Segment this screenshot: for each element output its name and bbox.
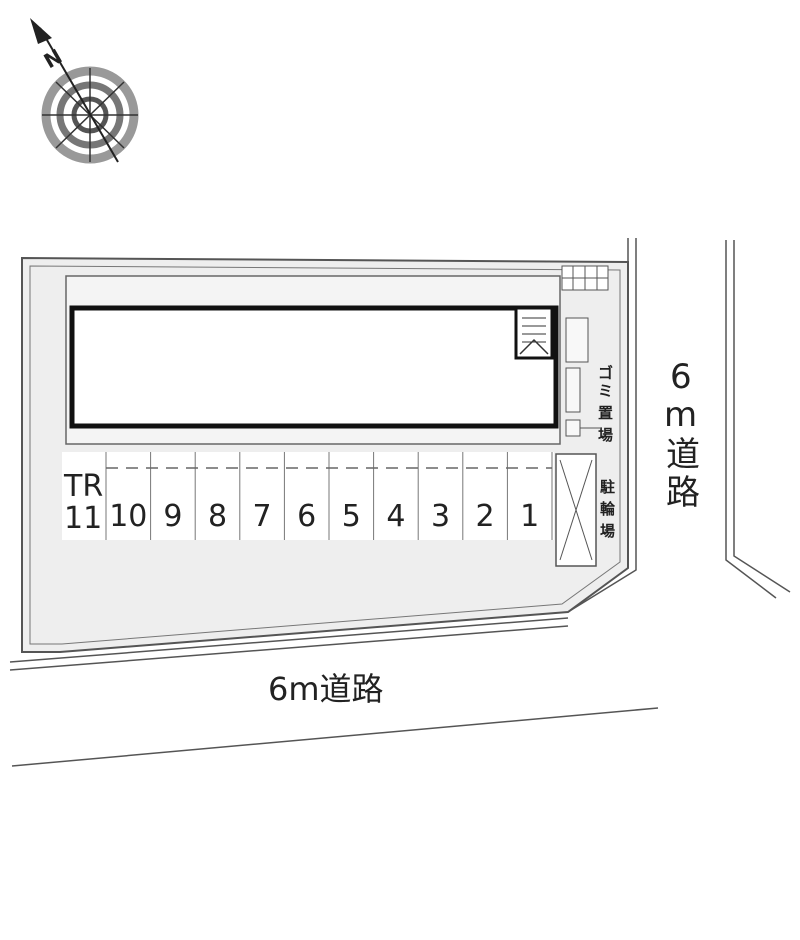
parking-stall-dividers <box>105 452 553 540</box>
parking-slot-number: 1 <box>520 499 539 534</box>
parking-slot-number: 6 <box>297 499 316 534</box>
bicycle-parking-label: 駐 輪 場 <box>600 478 616 540</box>
parking-slot-number: 9 <box>163 499 182 534</box>
parking-area <box>62 452 554 540</box>
compass-rose-icon <box>30 18 139 164</box>
svg-text:ミ: ミ <box>598 382 613 400</box>
svg-text:場: 場 <box>600 522 615 540</box>
svg-text:駐: 駐 <box>600 478 615 496</box>
svg-text:m: m <box>664 395 697 435</box>
parking-slot-number: 5 <box>342 499 361 534</box>
parking-slot-number: 10 <box>109 499 147 534</box>
parking-slot-number: 8 <box>208 499 227 534</box>
svg-text:路: 路 <box>666 473 700 513</box>
parking-slot-number: 2 <box>476 499 495 534</box>
parking-slot-number: 3 <box>431 499 450 534</box>
svg-text:11: 11 <box>64 501 102 536</box>
south-road <box>9 617 659 767</box>
garbage-area-label: ゴ ミ 置 場 <box>598 364 613 444</box>
building <box>69 305 559 429</box>
svg-text:置: 置 <box>598 404 613 422</box>
svg-text:道: 道 <box>666 435 700 475</box>
bicycle-parking-area <box>555 453 597 567</box>
east-road-label: 6 m 道 路 <box>664 357 700 513</box>
svg-text:TR: TR <box>63 469 103 504</box>
north-label: N <box>40 44 67 73</box>
parking-slot-number: 4 <box>386 499 405 534</box>
stairs-icon <box>514 306 554 360</box>
parking-slot-number: 7 <box>253 499 272 534</box>
grid-fence-icon <box>561 265 609 291</box>
svg-text:場: 場 <box>598 426 613 444</box>
svg-text:輪: 輪 <box>600 500 616 518</box>
east-road <box>567 238 791 613</box>
south-road-label: 6m道路 <box>268 670 384 708</box>
svg-text:6: 6 <box>670 357 692 397</box>
svg-text:ゴ: ゴ <box>598 364 613 382</box>
parking-slot-tr11: TR 11 <box>63 469 103 536</box>
